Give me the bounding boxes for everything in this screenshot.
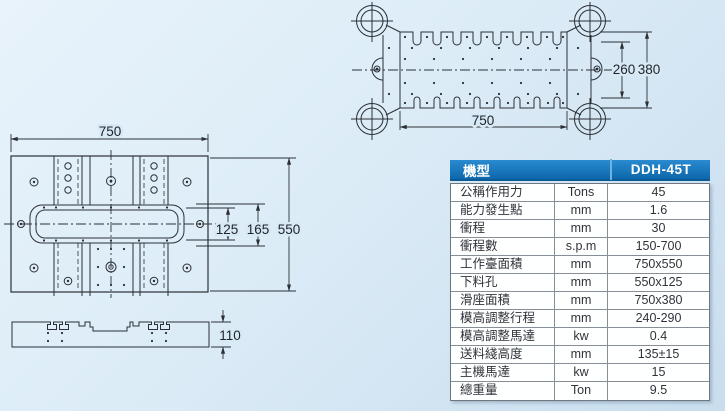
dim-label-550: 550 [278, 222, 301, 237]
spec-unit: mm [555, 310, 608, 327]
hole-dots [46, 331, 168, 343]
spec-unit: mm [555, 220, 608, 237]
bolster-section-view: 110 [11, 310, 243, 359]
model-label: 機型 [463, 163, 490, 179]
table-row: 總重量 Ton 9.5 [451, 382, 709, 400]
dim-label-380: 380 [638, 62, 661, 77]
spec-unit: Tons [555, 184, 608, 201]
table-row: 滑座面積 mm 750x380 [451, 292, 709, 310]
table-row: 送料綫高度 mm 135±15 [451, 346, 709, 364]
discharge-slot [29, 204, 185, 244]
slide-top-view: 260 380 750 [351, 2, 663, 140]
dim-lines-section-view [211, 310, 231, 359]
section-outline [11, 321, 210, 348]
spec-name: 公稱作用力 [451, 184, 555, 201]
side-lug-right [590, 57, 603, 81]
table-row: 工作臺面積 mm 750x550 [451, 256, 709, 274]
spec-table-header: 機型 DDH-45T [450, 159, 710, 181]
t-slot-bands [53, 156, 169, 296]
spec-value: 750x380 [634, 293, 683, 307]
spec-value: 15 [651, 365, 666, 379]
guide-column-circles [351, 2, 611, 140]
slide-body-outline [382, 24, 592, 116]
table-row: 模高調整馬達 kw 0.4 [451, 328, 709, 346]
spec-name: 能力發生點 [451, 202, 555, 219]
spec-unit: mm [555, 202, 608, 219]
dim-label-125: 125 [216, 222, 239, 237]
table-row: 能力發生點 mm 1.6 [451, 202, 709, 220]
spec-value: 30 [651, 221, 666, 235]
spec-name: 下料孔 [451, 274, 555, 291]
model-value: DDH-45T [630, 162, 692, 177]
spec-name: 模高調整行程 [451, 310, 555, 327]
spec-value: 0.4 [649, 329, 668, 343]
spec-value: 9.5 [649, 383, 668, 397]
spec-unit: mm [555, 346, 608, 363]
spec-name: 送料綫高度 [451, 346, 555, 363]
spec-value: 240-290 [635, 311, 682, 325]
hole-dots [387, 35, 580, 105]
table-row: 公稱作用力 Tons 45 [451, 184, 709, 202]
spec-unit: Ton [555, 382, 608, 400]
spec-value: 1.6 [649, 203, 668, 217]
spec-name: 衝程數 [451, 238, 555, 255]
spec-name: 總重量 [451, 382, 555, 400]
spec-value: 45 [651, 185, 666, 199]
dim-label-165: 165 [247, 222, 270, 237]
spec-value: 550x125 [634, 275, 683, 289]
dim-lines-plan-view [10, 134, 296, 292]
hole-dots [42, 206, 169, 287]
table-row: 主機馬達 kw 15 [451, 364, 709, 382]
table-row: 模高調整行程 mm 240-290 [451, 310, 709, 328]
spec-name: 工作臺面積 [451, 256, 555, 273]
spec-value: 135±15 [637, 347, 680, 361]
spec-unit: kw [555, 328, 608, 345]
spec-name: 衝程 [451, 220, 555, 237]
centerlines [4, 150, 216, 298]
spec-value: 150-700 [635, 239, 682, 253]
dim-label-750-bolster: 750 [99, 124, 122, 139]
spec-name: 主機馬達 [451, 364, 555, 381]
table-row: 下料孔 mm 550x125 [451, 274, 709, 292]
table-row: 衝程 mm 30 [451, 220, 709, 238]
spec-unit: s.p.m [555, 238, 608, 255]
spec-table-body: 公稱作用力 Tons 45 能力發生點 mm 1.6 衝程 mm 30 衝程數 … [450, 183, 710, 401]
header-divider [610, 159, 612, 180]
spec-table: 機型 DDH-45T 公稱作用力 Tons 45 能力發生點 mm 1.6 衝程… [450, 159, 710, 401]
spec-name: 滑座面積 [451, 292, 555, 309]
dim-label-260: 260 [613, 62, 636, 77]
side-lug-left [371, 57, 384, 81]
bolster-plan-view: 750 125 165 550 [4, 122, 303, 298]
bolster-holes [17, 162, 204, 286]
dim-label-750-slide: 750 [472, 113, 495, 128]
dim-label-110: 110 [219, 328, 241, 343]
spec-unit: mm [555, 292, 608, 309]
spec-value: 750x550 [634, 257, 683, 271]
spec-unit: mm [555, 256, 608, 273]
spec-unit: mm [555, 274, 608, 291]
spec-name: 模高調整馬達 [451, 328, 555, 345]
dim-lines-top-view [399, 31, 652, 130]
spec-unit: kw [555, 364, 608, 381]
table-row: 衝程數 s.p.m 150-700 [451, 238, 709, 256]
